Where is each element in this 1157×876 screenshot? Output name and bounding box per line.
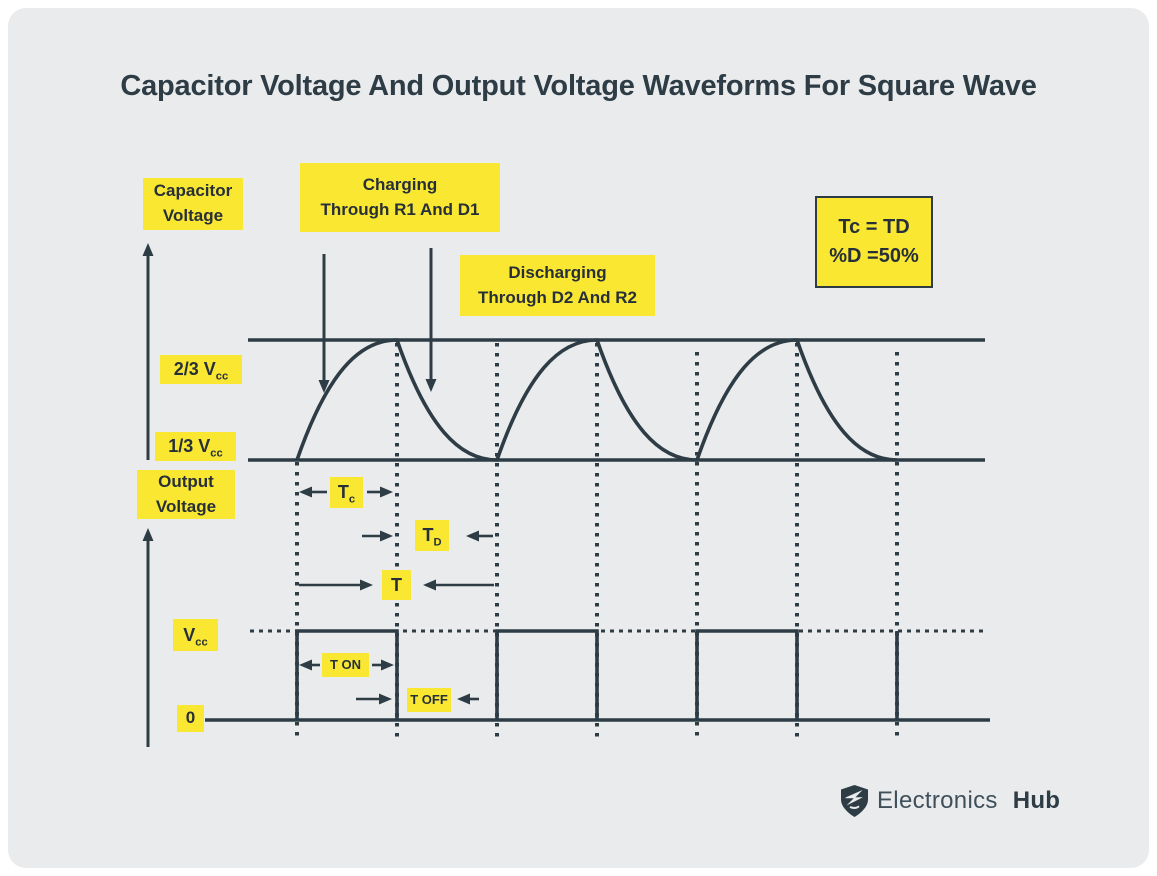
tc-text: Tc bbox=[337, 482, 356, 507]
shield-icon bbox=[841, 785, 868, 817]
output-voltage-line2: Voltage bbox=[155, 496, 217, 516]
one-third-vcc-text: 1/3 Vcc bbox=[168, 436, 223, 461]
brand-name-regular: Electronics bbox=[877, 787, 998, 814]
capacitor-voltage-line1: Capacitor bbox=[153, 181, 233, 201]
charging-label: Charging Through R1 And D1 bbox=[300, 163, 500, 232]
period-t-label: T bbox=[382, 570, 411, 600]
duty-note-line2: %D =50% bbox=[829, 245, 919, 267]
td-text: TD bbox=[422, 525, 442, 550]
capacitor-voltage-label: Capacitor Voltage bbox=[143, 178, 243, 230]
capacitor-voltage-line2: Voltage bbox=[162, 206, 224, 225]
electronics-hub-logo: Electronics Hub bbox=[841, 785, 1060, 817]
discharging-line2: Through D2 And R2 bbox=[478, 287, 637, 307]
duty-cycle-note-box: Tc = TD %D =50% bbox=[815, 196, 933, 288]
td-label: TD bbox=[415, 520, 449, 551]
vcc-text: Vcc bbox=[183, 624, 208, 649]
output-voltage-label: Output Voltage bbox=[137, 470, 235, 519]
duty-note-line1: Tc = TD bbox=[838, 216, 910, 238]
charging-line2: Through R1 And D1 bbox=[320, 199, 480, 219]
zero-text: 0 bbox=[185, 708, 196, 728]
two-thirds-vcc-text: 2/3 Vcc bbox=[173, 359, 229, 384]
page-title: Capacitor Voltage And Output Voltage Wav… bbox=[120, 70, 1037, 102]
two-thirds-vcc-label: 2/3 Vcc bbox=[160, 355, 242, 384]
tc-label: Tc bbox=[330, 477, 363, 508]
output-voltage-line1: Output bbox=[158, 471, 214, 491]
t-on-label: T ON bbox=[322, 653, 369, 677]
t-off-text: T OFF bbox=[410, 691, 448, 707]
charging-line1: Charging bbox=[362, 174, 438, 194]
one-third-vcc-label: 1/3 Vcc bbox=[155, 432, 236, 461]
discharging-line1: Discharging bbox=[508, 262, 607, 282]
t-on-text: T ON bbox=[329, 656, 362, 672]
zero-label: 0 bbox=[177, 705, 204, 732]
brand-name-bold: Hub bbox=[1012, 787, 1061, 814]
period-t-text: T bbox=[391, 574, 402, 595]
vcc-label: Vcc bbox=[173, 619, 218, 651]
t-off-label: T OFF bbox=[407, 688, 451, 712]
discharging-label: Discharging Through D2 And R2 bbox=[460, 255, 655, 316]
